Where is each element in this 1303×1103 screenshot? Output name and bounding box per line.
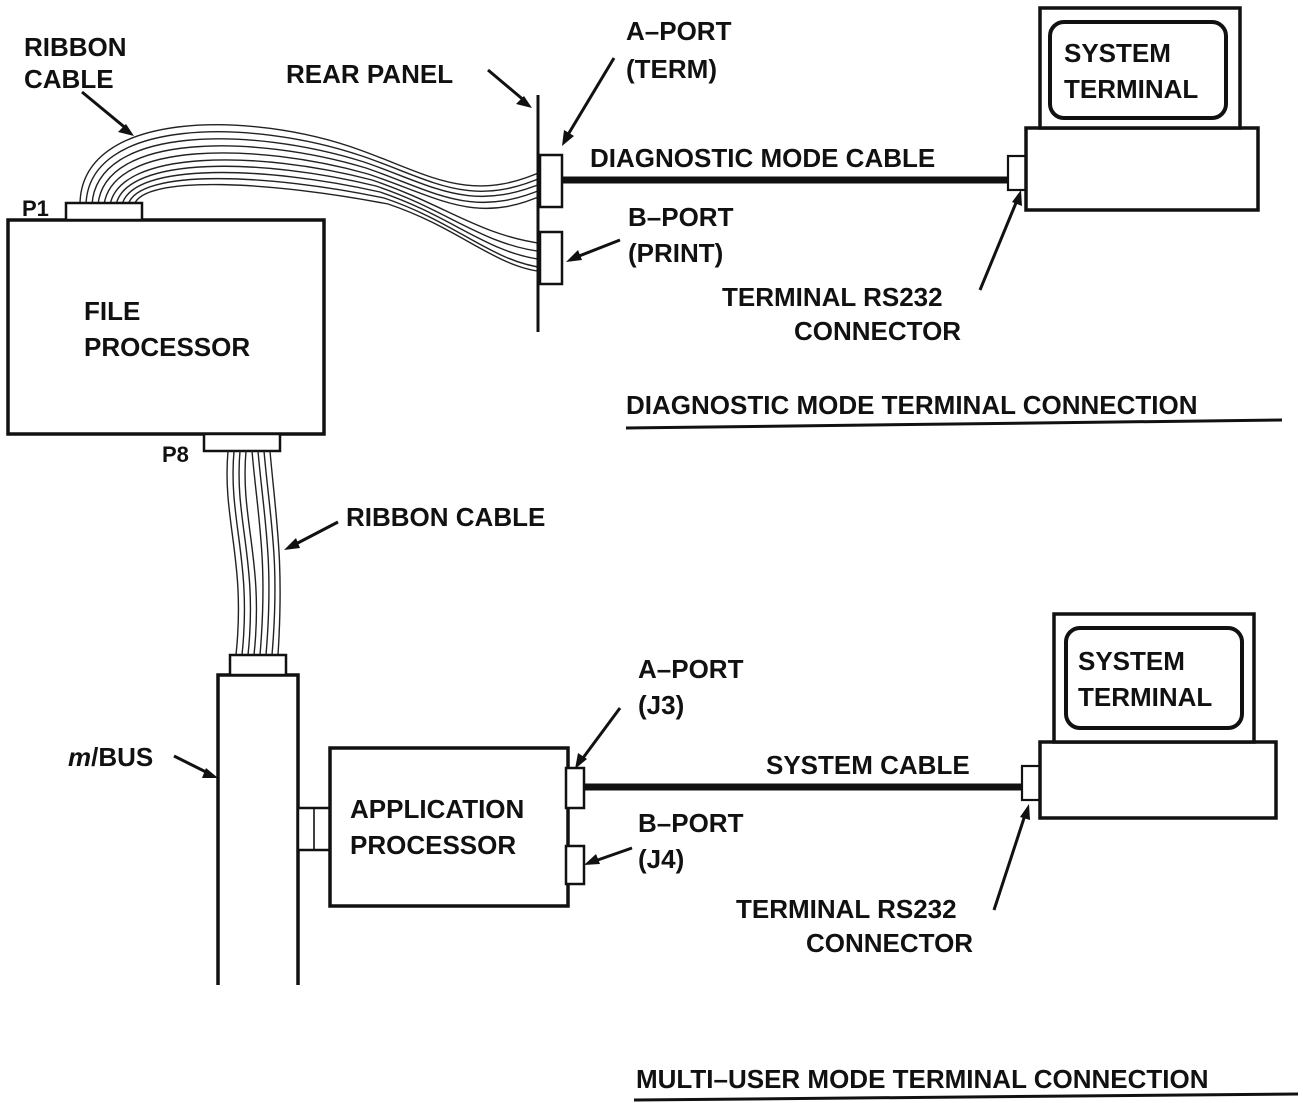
system-terminal-top-line1: SYSTEM [1064,38,1171,68]
system-cable-label: SYSTEM CABLE [766,750,970,780]
diagnostic-arrows [81,57,1022,291]
a-port-term-connector [538,153,564,209]
application-processor-label-line1: APPLICATION [350,794,524,824]
mbus-top-connector [228,653,288,677]
b-port-label: B–PORT [628,202,734,232]
terminal-base-top [1024,126,1260,212]
terminal-screen-top [1048,20,1228,120]
mbus-column [216,673,300,985]
mbus-label: m/BUS [68,742,153,772]
diagnostic-mode-title: DIAGNOSTIC MODE TERMINAL CONNECTION [626,390,1198,420]
a-port-label: A–PORT [626,16,732,46]
multiuser-title-underline [633,1092,1299,1102]
a-port-j3-label: A–PORT [638,654,744,684]
ribbon-cable-bottom-label: RIBBON CABLE [346,502,545,532]
p1-label: P1 [22,196,49,221]
b-port-j4-sub-label: (J4) [638,844,684,874]
multiuser-ribbon-cable [226,450,281,656]
b-port-print-connector [538,230,564,286]
ribbon-cable-label-line2: CABLE [24,64,114,94]
terminal-rs232-connector-top [1006,154,1028,192]
diagnostic-mode-cable-label: DIAGNOSTIC MODE CABLE [590,143,935,173]
ribbon-cable-label-line1: RIBBON [24,32,127,62]
a-port-j3-sub-label: (J3) [638,690,684,720]
system-terminal-top-line2: TERMINAL [1064,74,1198,104]
terminal-rs232-connector-bottom [1020,764,1042,802]
terminal-rs232-top-line2: CONNECTOR [794,316,961,346]
system-terminal-bottom [1038,612,1278,820]
p8-connector [202,432,282,453]
b-port-j4-label: B–PORT [638,808,744,838]
b-port-j4-connector [564,844,586,886]
a-port-sub-label: (TERM) [626,54,717,84]
mbus-app-connector [296,806,334,852]
terminal-rs232-bottom-line1: TERMINAL RS232 [736,894,957,924]
diagnostic-ribbon-cable [79,124,546,273]
p1-connector [64,201,144,222]
diagnostic-title-underline [625,418,1283,430]
system-terminal-top [1024,6,1260,212]
file-processor-label-line1: FILE [84,296,140,326]
system-terminal-bottom-line1: SYSTEM [1078,646,1185,676]
diagnostic-mode-section: RIBBON CABLE REAR PANEL A–PORT (TERM) DI… [6,6,1283,467]
system-terminal-bottom-line2: TERMINAL [1078,682,1212,712]
b-port-sub-label: (PRINT) [628,238,723,268]
multiuser-mode-title: MULTI–USER MODE TERMINAL CONNECTION [636,1064,1208,1094]
file-processor-box [6,218,326,436]
terminal-base-bottom [1038,740,1278,820]
file-processor-label-line2: PROCESSOR [84,332,250,362]
multiuser-mode-section: RIBBON CABLE m/BUS APPLICATION PROCESSOR… [68,450,1299,1102]
a-port-j3-connector [564,766,586,810]
rear-panel-label: REAR PANEL [286,59,453,89]
application-processor-label-line2: PROCESSOR [350,830,516,860]
application-processor-box [328,746,570,908]
multiuser-arrows [173,520,1030,911]
terminal-screen-bottom [1064,626,1244,730]
terminal-rs232-bottom-line2: CONNECTOR [806,928,973,958]
p8-label: P8 [162,442,189,467]
terminal-rs232-top-line1: TERMINAL RS232 [722,282,943,312]
